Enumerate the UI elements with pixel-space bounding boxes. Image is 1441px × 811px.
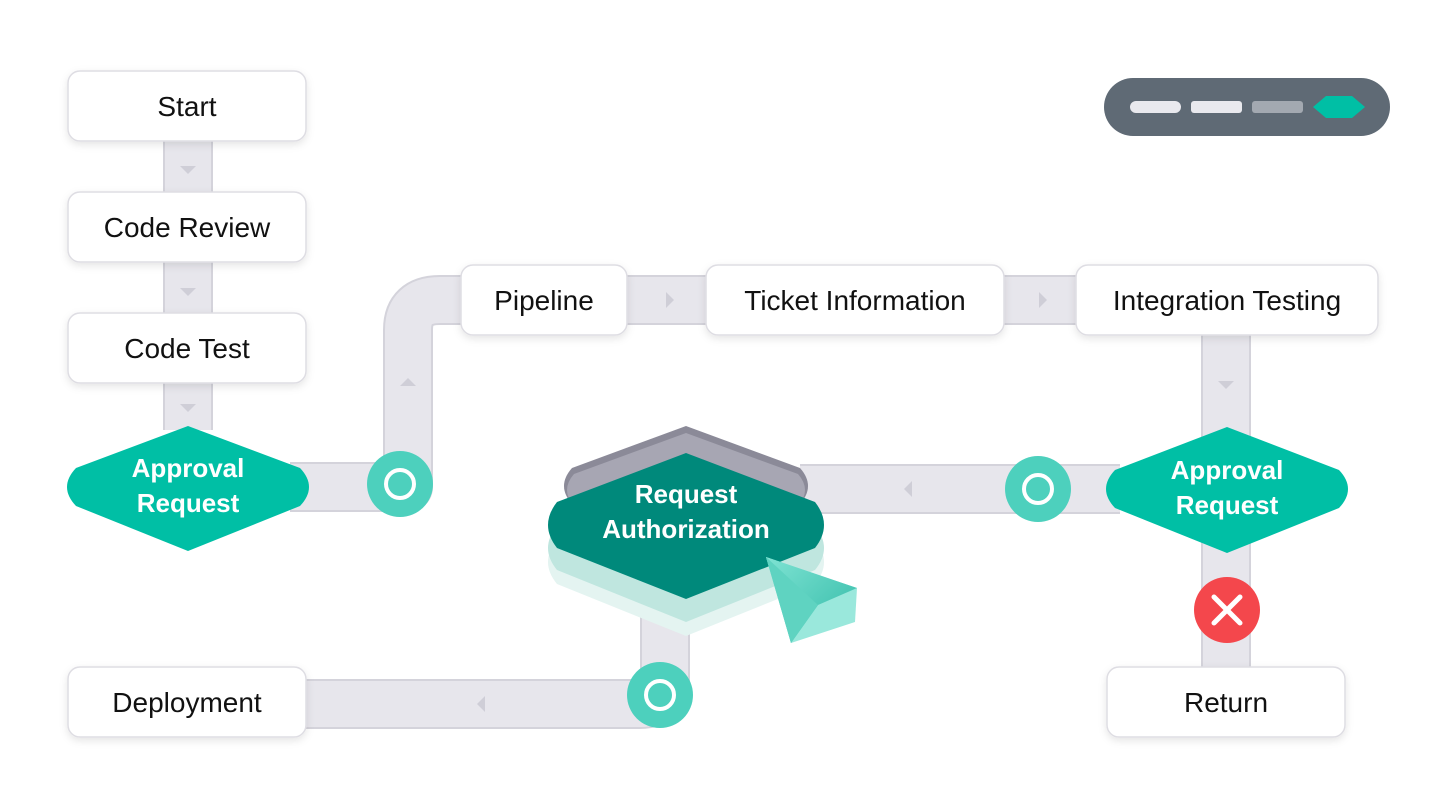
decision-label-line1: Approval <box>1171 455 1284 485</box>
decision-label-line1: Request <box>635 479 738 509</box>
decision-approval-request-right[interactable]: Approval Request <box>1106 427 1348 553</box>
decision-label-line2: Request <box>137 488 240 518</box>
close-icon <box>1211 594 1243 626</box>
decision-request-authorization[interactable]: Request Authorization <box>548 426 824 636</box>
left-arrow-icon <box>904 481 912 497</box>
up-arrow-icon <box>400 378 416 386</box>
right-arrow-icon <box>666 292 674 308</box>
progress-indicator <box>1104 78 1390 136</box>
checkpoint-ring-bottom <box>627 662 693 728</box>
progress-step-3 <box>1252 101 1303 113</box>
pointer-arrow-icon <box>766 557 857 643</box>
ring-node-icon <box>367 451 433 517</box>
ring-node-icon <box>627 662 693 728</box>
decision-label-line1: Approval <box>132 453 245 483</box>
node-label: Code Test <box>124 333 250 364</box>
node-label: Ticket Information <box>744 285 965 316</box>
progress-step-2 <box>1191 101 1242 113</box>
node-pipeline[interactable]: Pipeline <box>460 264 628 336</box>
decision-label-line2: Request <box>1176 490 1279 520</box>
node-ticket-information[interactable]: Ticket Information <box>705 264 1005 336</box>
direction-arrows <box>180 166 1234 712</box>
down-arrow-icon <box>180 166 196 174</box>
node-deployment[interactable]: Deployment <box>67 666 307 738</box>
node-code-test[interactable]: Code Test <box>67 312 307 384</box>
checkpoint-ring-middle <box>1005 456 1071 522</box>
node-label: Integration Testing <box>1113 285 1341 316</box>
decision-label-line2: Authorization <box>602 514 770 544</box>
down-arrow-icon <box>1218 381 1234 389</box>
left-arrow-icon <box>477 696 485 712</box>
down-arrow-icon <box>180 288 196 296</box>
reject-marker <box>1194 577 1260 643</box>
node-label: Return <box>1184 687 1268 718</box>
node-label: Pipeline <box>494 285 594 316</box>
decision-approval-request-left[interactable]: Approval Request <box>67 426 309 551</box>
node-integration-testing[interactable]: Integration Testing <box>1075 264 1379 336</box>
node-label: Deployment <box>112 687 262 718</box>
right-arrow-icon <box>1039 292 1047 308</box>
down-arrow-icon <box>180 404 196 412</box>
ring-node-icon <box>1005 456 1071 522</box>
progress-step-4-active <box>1313 96 1365 118</box>
node-label: Start <box>157 91 216 122</box>
node-return[interactable]: Return <box>1106 666 1346 738</box>
checkpoint-ring-left <box>367 451 433 517</box>
node-start[interactable]: Start <box>67 70 307 142</box>
node-label: Code Review <box>104 212 271 243</box>
node-code-review[interactable]: Code Review <box>67 191 307 263</box>
progress-step-1 <box>1130 101 1181 113</box>
